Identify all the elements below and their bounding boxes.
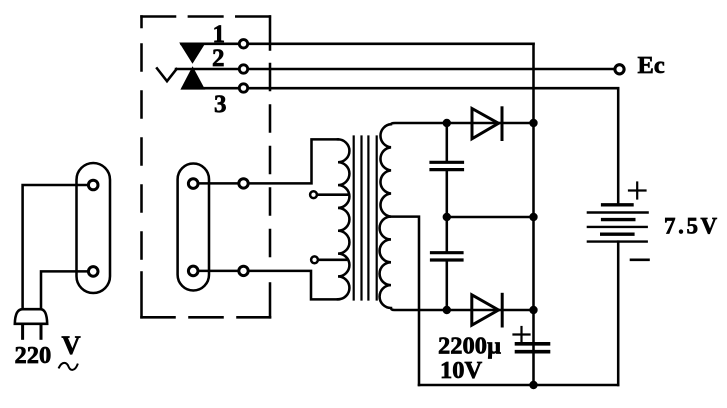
- svg-text:2200µ: 2200µ: [438, 332, 501, 359]
- svg-text:Ec: Ec: [638, 52, 665, 79]
- svg-text:2: 2: [212, 45, 225, 72]
- svg-text:3: 3: [214, 91, 227, 118]
- svg-text:10V: 10V: [440, 357, 483, 384]
- svg-text:V: V: [62, 330, 81, 360]
- svg-text:7.5V: 7.5V: [664, 213, 720, 238]
- svg-text:1: 1: [213, 21, 226, 48]
- svg-text:220: 220: [15, 342, 52, 369]
